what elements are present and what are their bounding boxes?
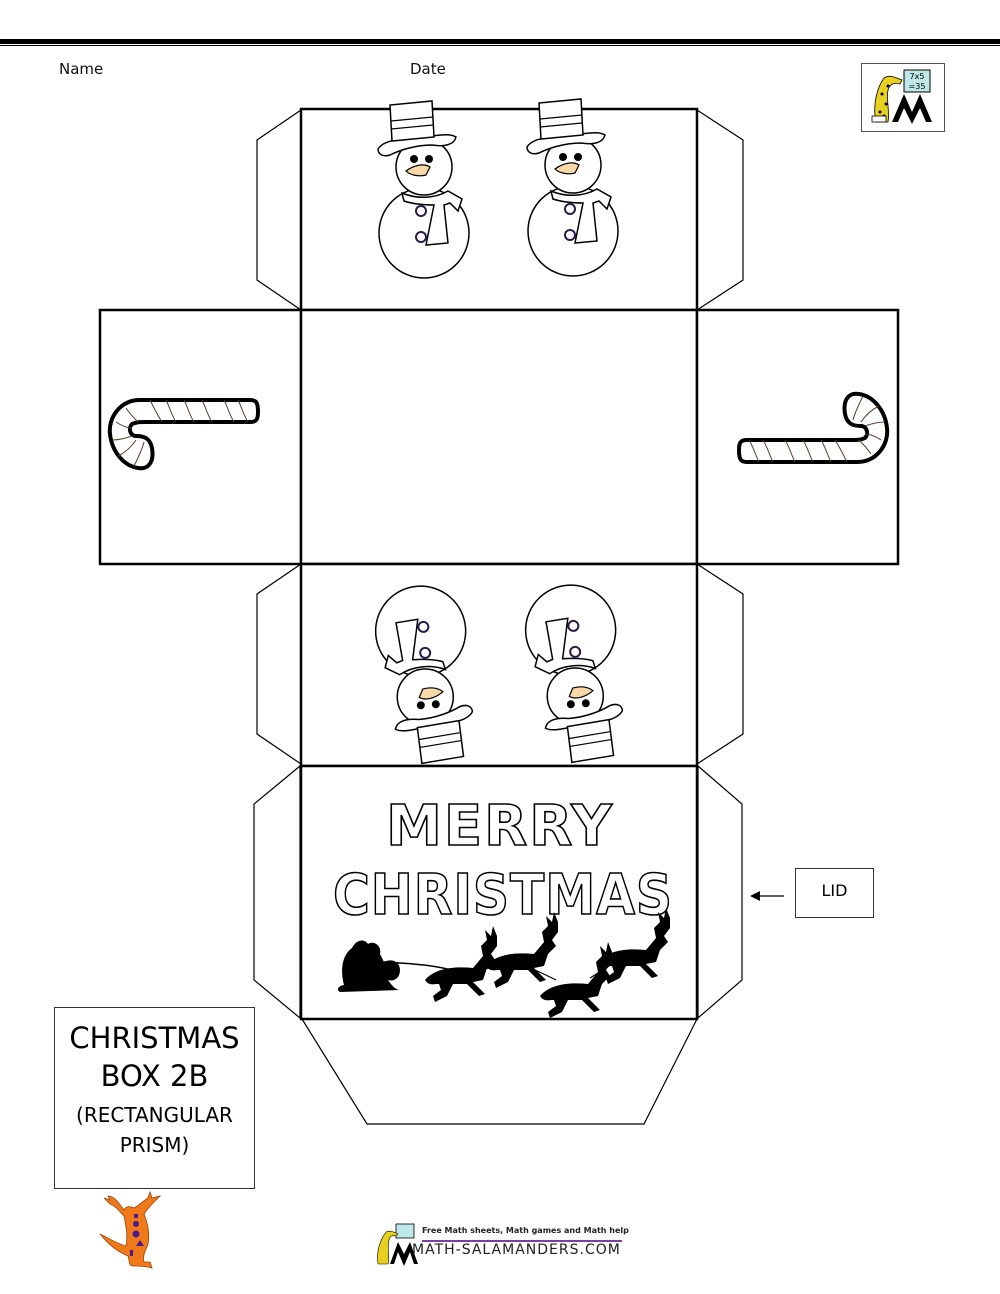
lid-right-flap (697, 764, 743, 1020)
top-face (299, 107, 699, 312)
salamander-blackboard-logo-icon: 7x5 =35 (861, 63, 945, 132)
board-text-1: 7x5 (910, 72, 925, 81)
merry-text: MERRY (386, 794, 614, 859)
lid-bottom-flap (300, 1018, 698, 1125)
lid-left-flap (253, 764, 301, 1020)
bottom-face (299, 562, 699, 768)
top-left-flap (256, 108, 302, 312)
title-line-3: (RECTANGULAR (76, 1103, 233, 1127)
salamander-mascot-icon (99, 1190, 162, 1269)
header-rule-thin (0, 45, 1000, 46)
footer-logo[interactable]: Free Math sheets, Math games and Math he… (372, 1222, 632, 1266)
bottom-right-flap (696, 562, 744, 766)
lid-callout-label: LID (795, 868, 874, 918)
left-arrow-icon (750, 891, 784, 901)
top-right-flap (696, 108, 744, 312)
worksheet-title-box: CHRISTMAS BOX 2B (RECTANGULAR PRISM) (54, 1007, 255, 1189)
title-line-2: BOX 2B (100, 1059, 209, 1093)
center-face (299, 308, 699, 566)
date-label: Date (410, 60, 446, 78)
footer-divider (422, 1240, 622, 1242)
bottom-left-flap (256, 562, 302, 766)
board-text-2: =35 (909, 82, 926, 91)
title-line-4: PRISM) (119, 1133, 190, 1157)
name-label: Name (59, 60, 104, 78)
header-rule-thick (0, 39, 1000, 44)
title-line-1: CHRISTMAS (69, 1021, 240, 1055)
footer-site-link[interactable]: MATH-SALAMANDERS.COM (412, 1242, 621, 1258)
footer-salamander-logo-icon (377, 1223, 418, 1266)
christmas-text: CHRISTMAS (333, 863, 673, 928)
footer-tagline: Free Math sheets, Math games and Math he… (422, 1226, 629, 1235)
